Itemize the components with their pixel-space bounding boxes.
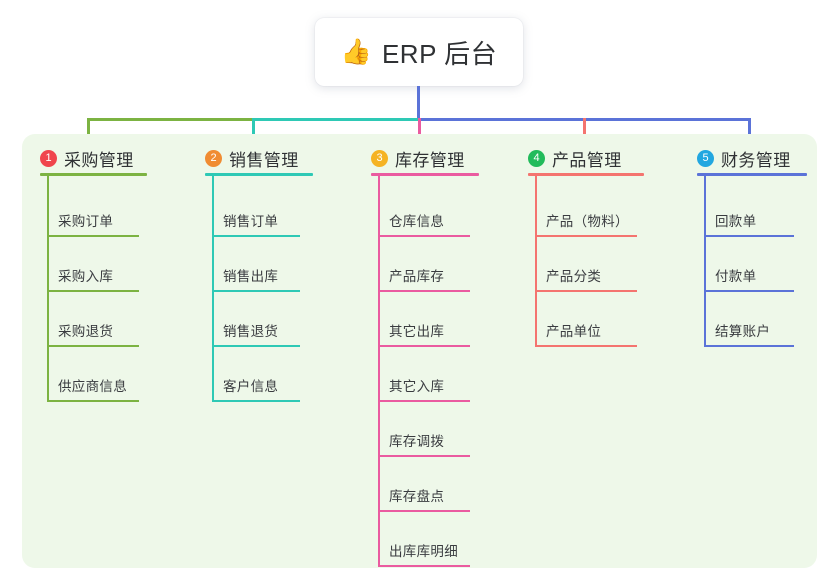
- branch-item-rule: [704, 235, 794, 237]
- branch-item-label[interactable]: 其它出库: [389, 324, 445, 339]
- branch-badge-1: 1: [40, 150, 57, 167]
- bus-segment-2: [252, 118, 419, 121]
- branch-header-2[interactable]: 2 销售管理: [205, 146, 299, 171]
- branch-header-3[interactable]: 3 库存管理: [371, 146, 465, 171]
- branch-header-rule-5: [697, 173, 807, 176]
- branch-badge-3: 3: [371, 150, 388, 167]
- root-node[interactable]: 👍 ERP 后台: [315, 18, 523, 86]
- branch-header-1[interactable]: 1 采购管理: [40, 146, 134, 171]
- branch-item-label[interactable]: 产品单位: [546, 324, 602, 339]
- branch-item-rule: [378, 400, 470, 402]
- branch-item-rule: [378, 455, 470, 457]
- branch-header-rule-2: [205, 173, 313, 176]
- drop-line-3: [418, 118, 421, 146]
- branch-item-label[interactable]: 产品分类: [546, 269, 602, 284]
- branch-item-rule: [212, 345, 300, 347]
- branch-item-rule: [378, 235, 470, 237]
- bus-segment-1: [87, 118, 253, 121]
- branch-badge-4: 4: [528, 150, 545, 167]
- branch-item-label[interactable]: 仓库信息: [389, 214, 445, 229]
- branch-item-rule: [535, 345, 637, 347]
- branch-title-1: 采购管理: [64, 151, 134, 170]
- branch-item-label[interactable]: 采购订单: [58, 214, 114, 229]
- drop-line-5: [748, 118, 751, 146]
- branch-item-label[interactable]: 产品（物料）: [546, 214, 629, 229]
- branch-item-label[interactable]: 客户信息: [223, 379, 279, 394]
- branch-badge-2: 2: [205, 150, 222, 167]
- branch-spine-1: [47, 173, 49, 402]
- thumbs-up-icon: 👍: [340, 37, 372, 66]
- branch-item-label[interactable]: 付款单: [715, 269, 757, 284]
- branch-item-rule: [47, 345, 139, 347]
- branch-title-5: 财务管理: [721, 151, 791, 170]
- root-node-title: ERP 后台: [381, 38, 498, 69]
- branch-item-label[interactable]: 出库库明细: [389, 544, 458, 559]
- branch-title-4: 产品管理: [552, 151, 622, 170]
- branch-item-label[interactable]: 产品库存: [389, 269, 445, 284]
- branch-item-label[interactable]: 其它入库: [389, 379, 445, 394]
- branch-badge-5: 5: [697, 150, 714, 167]
- branch-item-rule: [212, 235, 300, 237]
- branch-item-label[interactable]: 库存调拨: [389, 434, 445, 449]
- branch-item-rule: [47, 235, 139, 237]
- branch-spine-3: [378, 173, 380, 567]
- branch-item-label[interactable]: 采购入库: [58, 269, 114, 284]
- trunk-line: [417, 86, 420, 120]
- branch-item-label[interactable]: 回款单: [715, 214, 757, 229]
- branch-item-rule: [47, 400, 139, 402]
- branch-item-label[interactable]: 库存盘点: [389, 489, 445, 504]
- branch-item-label[interactable]: 结算账户: [715, 324, 771, 339]
- branch-spine-5: [704, 173, 706, 347]
- branch-item-rule: [47, 290, 139, 292]
- branch-spine-4: [535, 173, 537, 347]
- branch-item-label[interactable]: 销售退货: [223, 324, 279, 339]
- branch-item-rule: [704, 290, 794, 292]
- branch-header-4[interactable]: 4 产品管理: [528, 146, 622, 171]
- branch-title-2: 销售管理: [229, 151, 299, 170]
- branch-item-rule: [704, 345, 794, 347]
- branch-header-rule-1: [40, 173, 147, 176]
- drop-line-2: [252, 118, 255, 146]
- branch-header-rule-3: [371, 173, 479, 176]
- branch-item-rule: [535, 290, 637, 292]
- branch-item-rule: [212, 290, 300, 292]
- branch-item-rule: [378, 290, 470, 292]
- branch-item-label[interactable]: 供应商信息: [58, 379, 127, 394]
- branch-header-rule-4: [528, 173, 644, 176]
- branch-item-rule: [378, 565, 470, 567]
- branch-item-label[interactable]: 销售出库: [223, 269, 279, 284]
- branches-panel: [22, 134, 817, 568]
- branch-spine-2: [212, 173, 214, 402]
- branch-item-rule: [535, 235, 637, 237]
- branch-item-rule: [212, 400, 300, 402]
- branch-item-label[interactable]: 销售订单: [223, 214, 279, 229]
- branch-item-rule: [378, 510, 470, 512]
- drop-line-4: [583, 118, 586, 146]
- branch-header-5[interactable]: 5 财务管理: [697, 146, 791, 171]
- branch-title-3: 库存管理: [395, 151, 465, 170]
- branch-item-rule: [378, 345, 470, 347]
- branch-item-label[interactable]: 采购退货: [58, 324, 114, 339]
- drop-line-1: [87, 118, 90, 146]
